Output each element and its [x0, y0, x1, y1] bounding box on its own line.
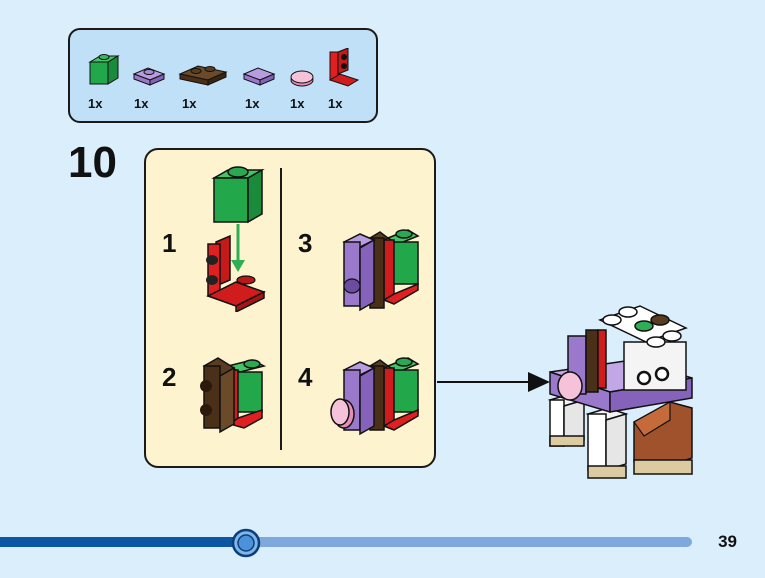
part-qty-green-brick: 1x — [88, 96, 103, 111]
step-number: 10 — [68, 138, 117, 187]
green-brick-icon — [88, 54, 120, 85]
progress-bar — [0, 537, 692, 547]
substep-number-2: 2 — [162, 362, 177, 392]
part-qty-lavender-tile: 1x — [245, 96, 260, 111]
substep-number-1: 1 — [162, 228, 177, 258]
parts-list: 1x 1x 1x 1x 1x 1x — [68, 28, 378, 123]
substep-number-4: 4 — [298, 362, 313, 392]
part-qty-red-bracket: 1x — [328, 96, 343, 111]
pink-round-tile-icon — [290, 70, 314, 87]
assembly-arrow-head-icon — [528, 372, 550, 392]
substep-1-illustration — [206, 166, 266, 312]
dark-brown-plate-icon — [178, 65, 228, 86]
substep-4-illustration — [330, 357, 420, 436]
lavender-tile-icon — [242, 67, 276, 86]
substep-2-illustration — [200, 357, 267, 434]
assembly-arrow-line — [437, 381, 537, 383]
part-qty-lavender-plate: 1x — [134, 96, 149, 111]
assembled-model-illustration — [547, 305, 693, 479]
panel-divider — [280, 168, 282, 450]
part-qty-dark-brown-plate: 1x — [182, 96, 197, 111]
substep-number-3: 3 — [298, 228, 313, 258]
progress-knob-icon — [231, 528, 261, 558]
substep-3-illustration — [342, 229, 420, 312]
part-qty-pink-round-tile: 1x — [290, 96, 305, 111]
page-number: 39 — [718, 532, 737, 551]
lavender-plate-icon — [132, 67, 166, 86]
red-bracket-icon — [328, 48, 360, 87]
